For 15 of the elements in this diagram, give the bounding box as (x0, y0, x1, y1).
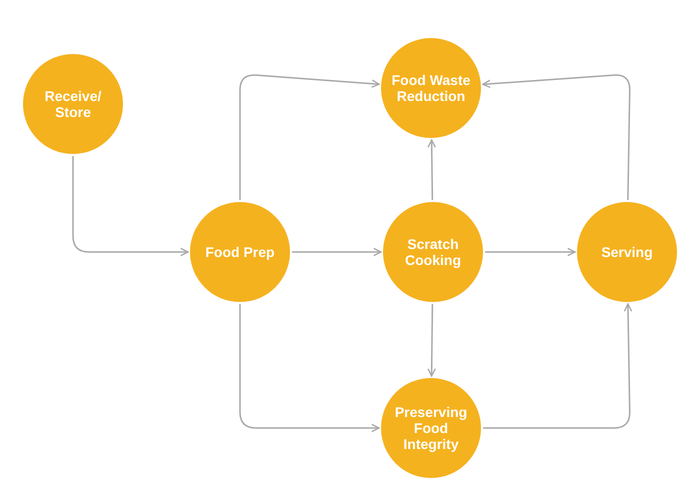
node-label: Receive/ Store (44, 88, 102, 120)
arrow (239, 74, 380, 200)
arrow (483, 303, 632, 429)
arrow (427, 304, 436, 377)
node-label: Food Waste Reduction (390, 72, 472, 104)
node-label: Food Prep (205, 244, 275, 260)
arrow (239, 304, 380, 432)
arrow (72, 156, 189, 256)
arrow (292, 248, 382, 256)
node-label: Preserving Food Integrity (394, 404, 468, 452)
arrow (482, 74, 630, 200)
arrow (485, 248, 576, 256)
node-label: Scratch Cooking (404, 236, 462, 268)
arrow (427, 139, 436, 200)
node-label: Serving (601, 244, 653, 260)
